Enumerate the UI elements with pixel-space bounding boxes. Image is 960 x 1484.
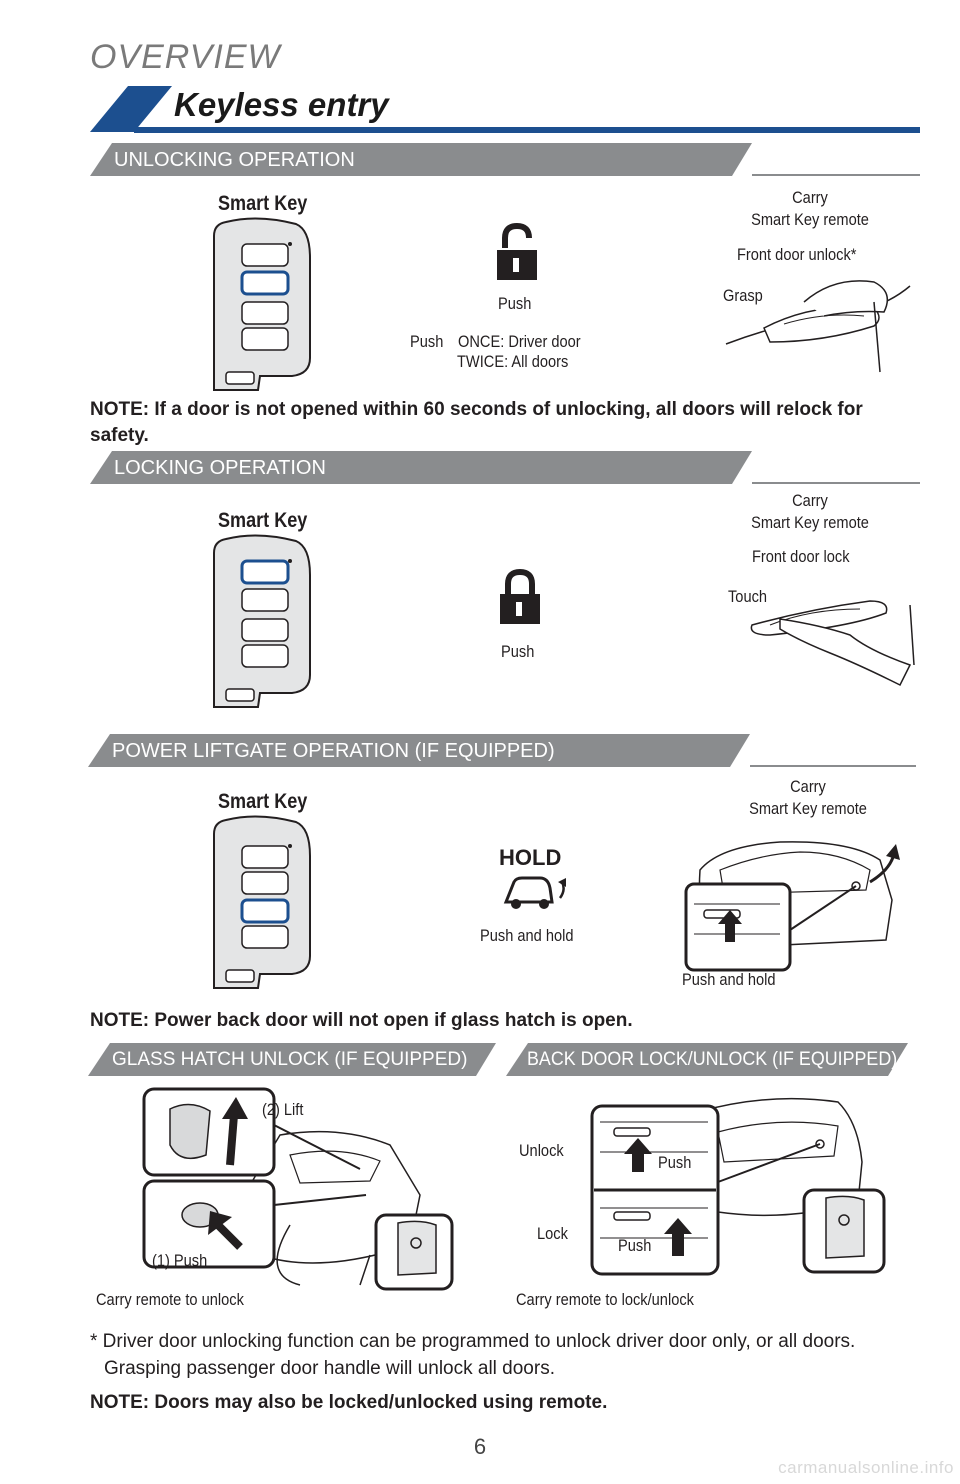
smart-key-label: Smart Key — [218, 509, 308, 532]
unlocking-band — [90, 143, 920, 176]
carry-remote-label: Carry Smart Key remote — [733, 187, 888, 231]
lock-label: Lock — [537, 1224, 568, 1243]
grasp-label: Grasp — [723, 286, 763, 305]
back-door-section-label: BACK DOOR LOCK/UNLOCK (IF EQUIPPED) — [527, 1049, 898, 1070]
door-handle-grasp-illustration — [725, 280, 911, 373]
front-door-unlock-label: Front door unlock* — [737, 245, 857, 264]
unlock-label: Unlock — [519, 1141, 564, 1160]
final-note: NOTE: Doors may also be locked/unlocked … — [90, 1392, 608, 1413]
liftgate-button-icon — [503, 876, 566, 909]
push-detail-label: Push — [410, 332, 444, 351]
push-lock-label: Push — [618, 1236, 652, 1255]
twice-label: TWICE: All doors — [457, 352, 569, 371]
smart-key-remote-icon — [213, 534, 311, 708]
lock-padlock-icon — [500, 568, 540, 624]
liftgate-section-label: POWER LIFTGATE OPERATION (IF EQUIPPED) — [112, 740, 555, 762]
carry-remote-label: Carry Smart Key remote — [733, 490, 888, 534]
carry-line-1: Carry — [792, 188, 828, 207]
door-handle-touch-illustration — [750, 600, 915, 687]
liftgate-note: NOTE: Power back door will not open if g… — [90, 1010, 633, 1031]
smart-key-label: Smart Key — [218, 192, 308, 215]
carry-line-2: Smart Key remote — [749, 799, 867, 818]
locking-section-label: LOCKING OPERATION — [114, 457, 326, 479]
push-step-label: (1) Push — [152, 1251, 208, 1270]
unlocking-note: NOTE: If a door is not opened within 60 … — [90, 399, 863, 446]
carry-line-1: Carry — [790, 777, 826, 796]
smart-key-remote-icon — [213, 217, 311, 391]
glass-hatch-band — [88, 1043, 908, 1076]
page-title: Keyless entry — [174, 86, 389, 123]
carry-line-2: Smart Key remote — [751, 513, 869, 532]
watermark: carmanualsonline.info — [778, 1458, 954, 1477]
locking-band — [90, 451, 920, 484]
carry-remote-label: Carry Smart Key remote — [731, 776, 886, 820]
carry-line-1: Carry — [792, 491, 828, 510]
page-number: 6 — [473, 1434, 487, 1459]
push-label: Push — [498, 294, 532, 313]
push-unlock-label: Push — [658, 1153, 692, 1172]
push-hold-vehicle-label: Push and hold — [682, 970, 776, 989]
unlocking-section-label: UNLOCKING OPERATION — [114, 149, 355, 171]
liftgate-band — [88, 734, 916, 767]
push-label: Push — [501, 642, 535, 661]
title-banner — [90, 86, 920, 133]
glass-hatch-section-label: GLASS HATCH UNLOCK (IF EQUIPPED) — [112, 1049, 468, 1070]
unlock-padlock-icon — [497, 222, 537, 280]
carry-line-2: Smart Key remote — [751, 210, 869, 229]
front-door-lock-label: Front door lock — [752, 547, 850, 566]
back-door-illustration — [590, 1097, 886, 1276]
smart-key-remote-icon — [213, 815, 311, 989]
smart-key-label: Smart Key — [218, 790, 308, 813]
touch-label: Touch — [728, 587, 768, 606]
glass-hatch-illustration — [142, 1087, 454, 1291]
carry-remote-lock-unlock-label: Carry remote to lock/unlock — [516, 1290, 694, 1309]
push-hold-label: Push and hold — [480, 926, 574, 945]
footnote: * Driver door unlocking function can be … — [90, 1331, 856, 1379]
lift-step-label: (2) Lift — [262, 1100, 304, 1119]
vehicle-rear-liftgate-illustration — [684, 841, 900, 972]
hold-label: HOLD — [499, 845, 562, 870]
section-heading: OVERVIEW — [90, 38, 281, 76]
carry-remote-unlock-label: Carry remote to unlock — [96, 1290, 244, 1309]
once-label: ONCE: Driver door — [458, 332, 581, 351]
